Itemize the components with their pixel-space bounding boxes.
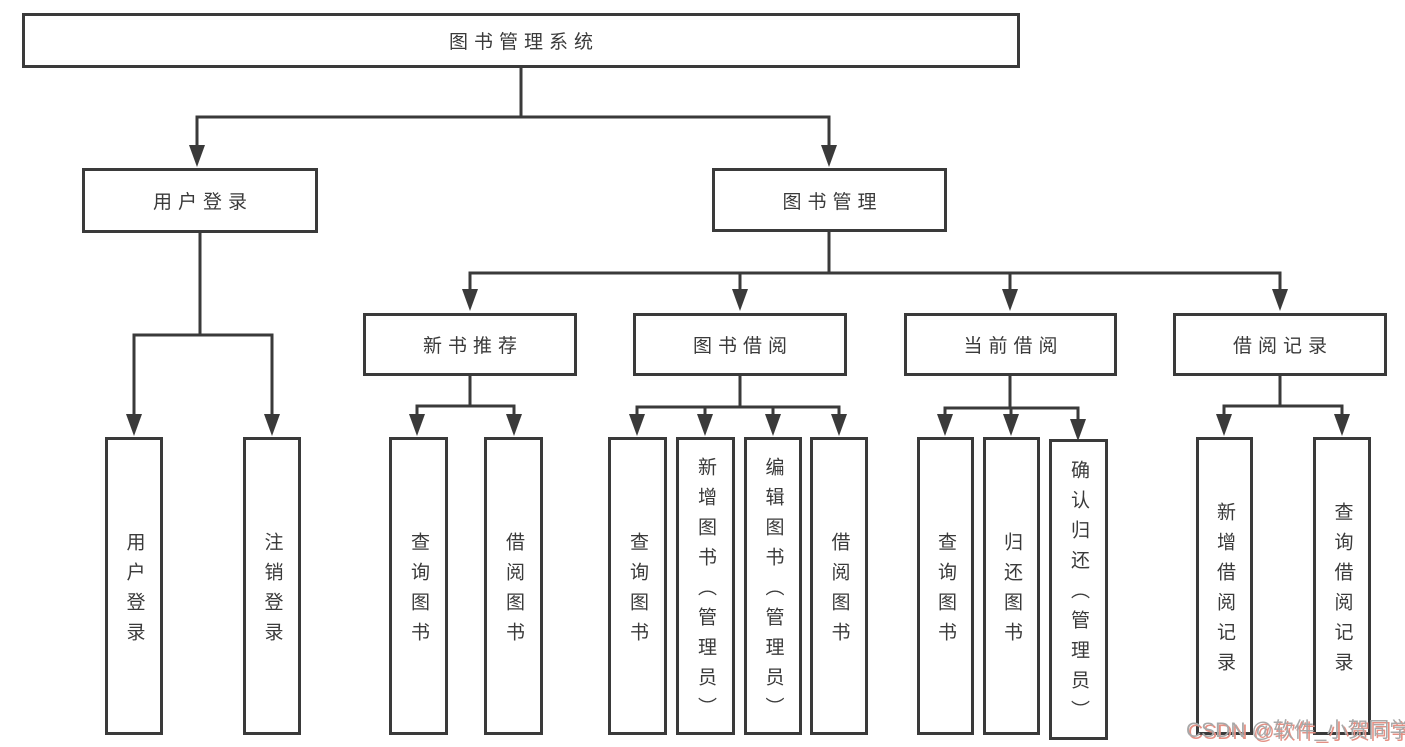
arrowhead-icon [629, 414, 645, 436]
leaf-logout: 注销登录 [243, 437, 301, 735]
node-label: 归还图书 [1001, 531, 1022, 652]
leaf-borrow-books-recommend: 借阅图书 [484, 437, 543, 735]
node-label: 用户登录 [152, 192, 253, 213]
node-user-login: 用户登录 [82, 168, 318, 233]
arrowhead-icon [1334, 414, 1350, 436]
arrowhead-icon [409, 414, 425, 436]
arrowhead-icon [264, 414, 280, 436]
arrowhead-icon [126, 414, 142, 436]
connector-book-borrow-to-children [629, 372, 847, 436]
node-book-management: 图书管理 [712, 168, 947, 232]
node-label: 注销登录 [261, 531, 283, 652]
node-label: 图书管理 [782, 191, 883, 213]
leaf-query-books-recommend: 查询图书 [389, 437, 448, 735]
node-label: 新增借阅记录 [1214, 501, 1235, 682]
leaf-add-borrow-record: 新增借阅记录 [1196, 437, 1253, 735]
arrowhead-icon [462, 289, 478, 311]
leaf-edit-books-admin: 编辑图书（管理员） [744, 437, 802, 735]
node-label: 编辑图书（管理员） [762, 456, 784, 727]
connector-user-login-to-children [126, 229, 280, 436]
arrowhead-icon [1070, 419, 1086, 441]
csdn-watermark: CSDN @软件_小贺同学 [1186, 719, 1405, 742]
node-label: 用户登录 [123, 531, 145, 652]
connector-root-to-level2 [189, 64, 837, 167]
node-label: 图书借阅 [692, 336, 793, 357]
arrowhead-icon [1272, 289, 1288, 311]
leaf-return-books: 归还图书 [983, 437, 1040, 735]
leaf-confirm-return-admin: 确认归还（管理员） [1049, 439, 1108, 740]
leaf-borrow-books: 借阅图书 [810, 437, 868, 735]
arrowhead-icon [732, 289, 748, 311]
arrowhead-icon [1003, 414, 1019, 436]
node-library-management-system: 图书管理系统 [22, 13, 1020, 68]
node-label: 借阅记录 [1232, 336, 1333, 357]
leaf-query-books: 查询图书 [608, 437, 667, 735]
leaf-query-books-current: 查询图书 [917, 437, 974, 735]
node-label: 借阅图书 [503, 531, 524, 652]
connector-new-book-rec-to-children [409, 372, 522, 436]
leaf-user-login: 用户登录 [105, 437, 163, 735]
arrowhead-icon [821, 145, 837, 167]
arrowhead-icon [937, 414, 953, 436]
node-label: 查询图书 [408, 531, 429, 652]
leaf-add-books-admin: 新增图书（管理员） [676, 437, 735, 735]
node-label: 图书管理系统 [448, 32, 599, 53]
node-label: 确认归还（管理员） [1068, 460, 1089, 730]
node-label: 查询图书 [627, 531, 648, 652]
arrowhead-icon [765, 414, 781, 436]
arrowhead-icon [189, 145, 205, 167]
node-label: 查询图书 [935, 531, 956, 652]
connector-current-borrow-to-children [937, 372, 1086, 441]
node-label: 查询借阅记录 [1331, 501, 1353, 682]
arrowhead-icon [506, 414, 522, 436]
node-label: 借阅图书 [828, 531, 850, 652]
node-borrow-records: 借阅记录 [1173, 313, 1387, 376]
leaf-query-borrow-record: 查询借阅记录 [1313, 437, 1371, 735]
node-book-borrowing: 图书借阅 [633, 313, 847, 376]
connector-borrow-records-to-children [1216, 372, 1350, 436]
connector-book-mgmt-to-level3 [462, 229, 1288, 311]
arrowhead-icon [1216, 414, 1232, 436]
arrowhead-icon [697, 414, 713, 436]
node-new-book-recommend: 新书推荐 [363, 313, 577, 376]
node-label: 新书推荐 [422, 336, 523, 357]
arrowhead-icon [831, 414, 847, 436]
node-current-borrowing: 当前借阅 [904, 313, 1117, 376]
node-label: 当前借阅 [963, 336, 1064, 357]
node-label: 新增图书（管理员） [695, 456, 716, 727]
arrowhead-icon [1002, 289, 1018, 311]
